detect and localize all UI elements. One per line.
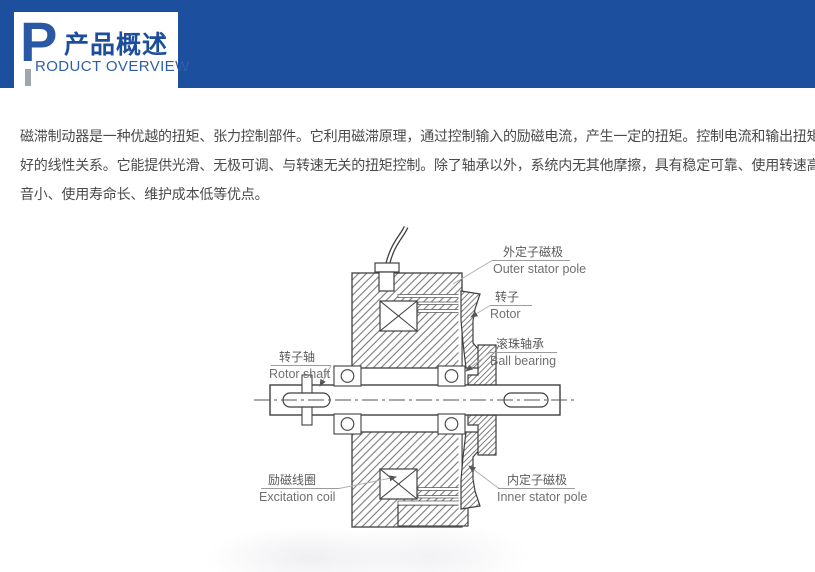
- label-outer-stator-cn: 外定子磁极: [503, 244, 563, 259]
- leader-lines: [319, 260, 500, 489]
- coil-cross-marks: [379, 300, 418, 500]
- section-title-box: P 产品概述 RODUCT OVERVIEW: [14, 10, 189, 90]
- gap-right-upper: [458, 291, 462, 368]
- label-rotor-shaft-cn: 转子轴: [279, 349, 315, 364]
- label-ball-bearing-cn: 滚珠轴承: [496, 336, 544, 351]
- intro-paragraph: 磁滞制动器是一种优越的扭矩、张力控制部件。它利用磁滞原理，通过控制输入的励磁电流…: [20, 122, 815, 209]
- air-gaps: [397, 294, 463, 506]
- header-banner: P 产品概述 RODUCT OVERVIEW: [0, 0, 815, 90]
- label-excitation-coil-cn: 励磁线圈: [268, 472, 316, 487]
- label-inner-stator-en: Inner stator pole: [497, 490, 587, 504]
- intro-line-2: 好的线性关系。它能提供光滑、无极可调、与转速无关的扭矩控制。除了轴承以外，系统内…: [20, 157, 815, 173]
- label-underlines: [261, 260, 575, 489]
- label-rotor-en: Rotor: [490, 307, 521, 321]
- watermark-blob: [330, 522, 530, 572]
- label-rotor-cn: 转子: [495, 289, 519, 304]
- intro-line-1: 磁滞制动器是一种优越的扭矩、张力控制部件。它利用磁滞原理，通过控制输入的励磁电流…: [20, 128, 815, 144]
- label-rotor-shaft-en: Rotor shaft: [269, 367, 331, 381]
- section-title-en: RODUCT OVERVIEW: [35, 58, 190, 75]
- label-outer-stator-en: Outer stator pole: [493, 262, 586, 276]
- lead-cable: [374, 225, 409, 292]
- label-inner-stator-cn: 内定子磁极: [507, 472, 567, 487]
- ball-bearings: [333, 365, 466, 435]
- section-title-cn: 产品概述: [64, 31, 169, 59]
- gap-right-lower: [458, 432, 462, 509]
- intro-line-3: 音小、使用寿命长、维护成本低等优点。: [20, 186, 269, 202]
- label-ball-bearing-en: Ball bearing: [490, 354, 556, 368]
- logo-letter-p: P: [20, 10, 58, 73]
- brake-cross-section-diagram: 外定子磁极 Outer stator pole 转子 Rotor 滚珠轴承 Ba…: [240, 225, 590, 535]
- label-excitation-coil-en: Excitation coil: [259, 490, 335, 504]
- logo-letter-tail: [25, 69, 31, 86]
